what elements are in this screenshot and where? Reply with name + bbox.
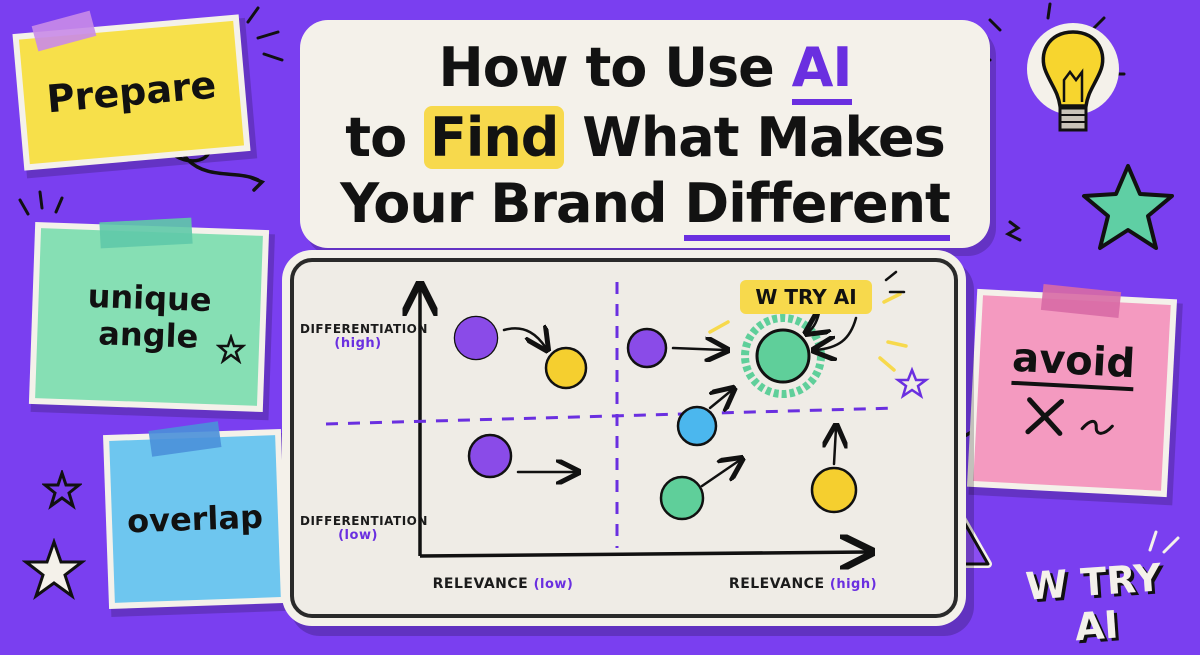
x-axis-low-label: RELEVANCE (low) [428,576,578,592]
title-line-3: Your Brand Different [300,172,990,241]
yellow-dot [544,346,588,390]
yellow-dot [810,466,858,514]
sparkle-icon [1148,530,1180,554]
title-find-text: Find [423,106,565,169]
title-text: Your Brand [340,172,685,235]
quadrant-divider-horizontal [325,406,897,426]
star-icon [1082,164,1174,250]
purple-dot [626,327,668,369]
title-card: How to Use AI to Find What Makes Your Br… [300,20,990,248]
overlap-label: overlap [126,497,264,540]
purple-dot [467,433,513,479]
callout-label: W TRY AI [740,285,872,309]
diagram-plot [325,270,930,614]
title-text: How to Use [438,36,792,99]
y-axis-high-label: DIFFERENTIATION (high) [300,322,428,351]
title-line-2: to Find What Makes [300,106,990,169]
star-icon [22,538,86,600]
prepare-label: Prepare [44,62,218,121]
x-axis-low-text: RELEVANCE [432,576,529,592]
tape-decoration [99,217,193,249]
title-line-1: How to Use AI [300,36,990,105]
title-text: to [345,106,424,169]
cross-icon [1025,397,1114,436]
brand-mark-text: W TRY AI [1024,555,1163,650]
title-text: What Makes [564,106,945,169]
y-axis-low-text: DIFFERENTIATION [300,514,428,528]
target-dot [755,328,811,384]
lightbulb-icon [1027,23,1119,132]
y-axis-high-sub: (high) [334,336,382,351]
x-axis-low-sub: (low) [533,577,574,592]
overlap-note: overlap [109,435,281,603]
y-axis-low-label: DIFFERENTIATION (low) [300,514,428,543]
callout-bubble [740,280,872,314]
x-axis-high-label: RELEVANCE (high) [718,576,888,592]
callout-text: W TRY AI [755,285,857,309]
blue-dot [676,405,718,447]
title-ai-text: AI [791,36,852,105]
x-axis-high-text: RELEVANCE [728,576,825,592]
title-different-text: Different [684,172,951,241]
star-icon [894,366,930,399]
avoid-label: avoid [1010,334,1137,392]
star-icon [216,334,246,364]
unique-angle-label: unique angle [87,277,213,356]
avoid-note: avoid [973,295,1171,491]
y-axis-low-sub: (low) [338,528,378,543]
green-dot [659,475,705,521]
unique-angle-note: unique angle [35,228,263,406]
purple-dot [453,315,499,361]
x-axis-high-sub: (high) [829,577,878,592]
y-axis-high-text: DIFFERENTIATION [300,322,428,336]
star-icon [42,470,82,510]
brand-mark: W TRY AI [997,553,1193,654]
x-axis [419,552,868,556]
